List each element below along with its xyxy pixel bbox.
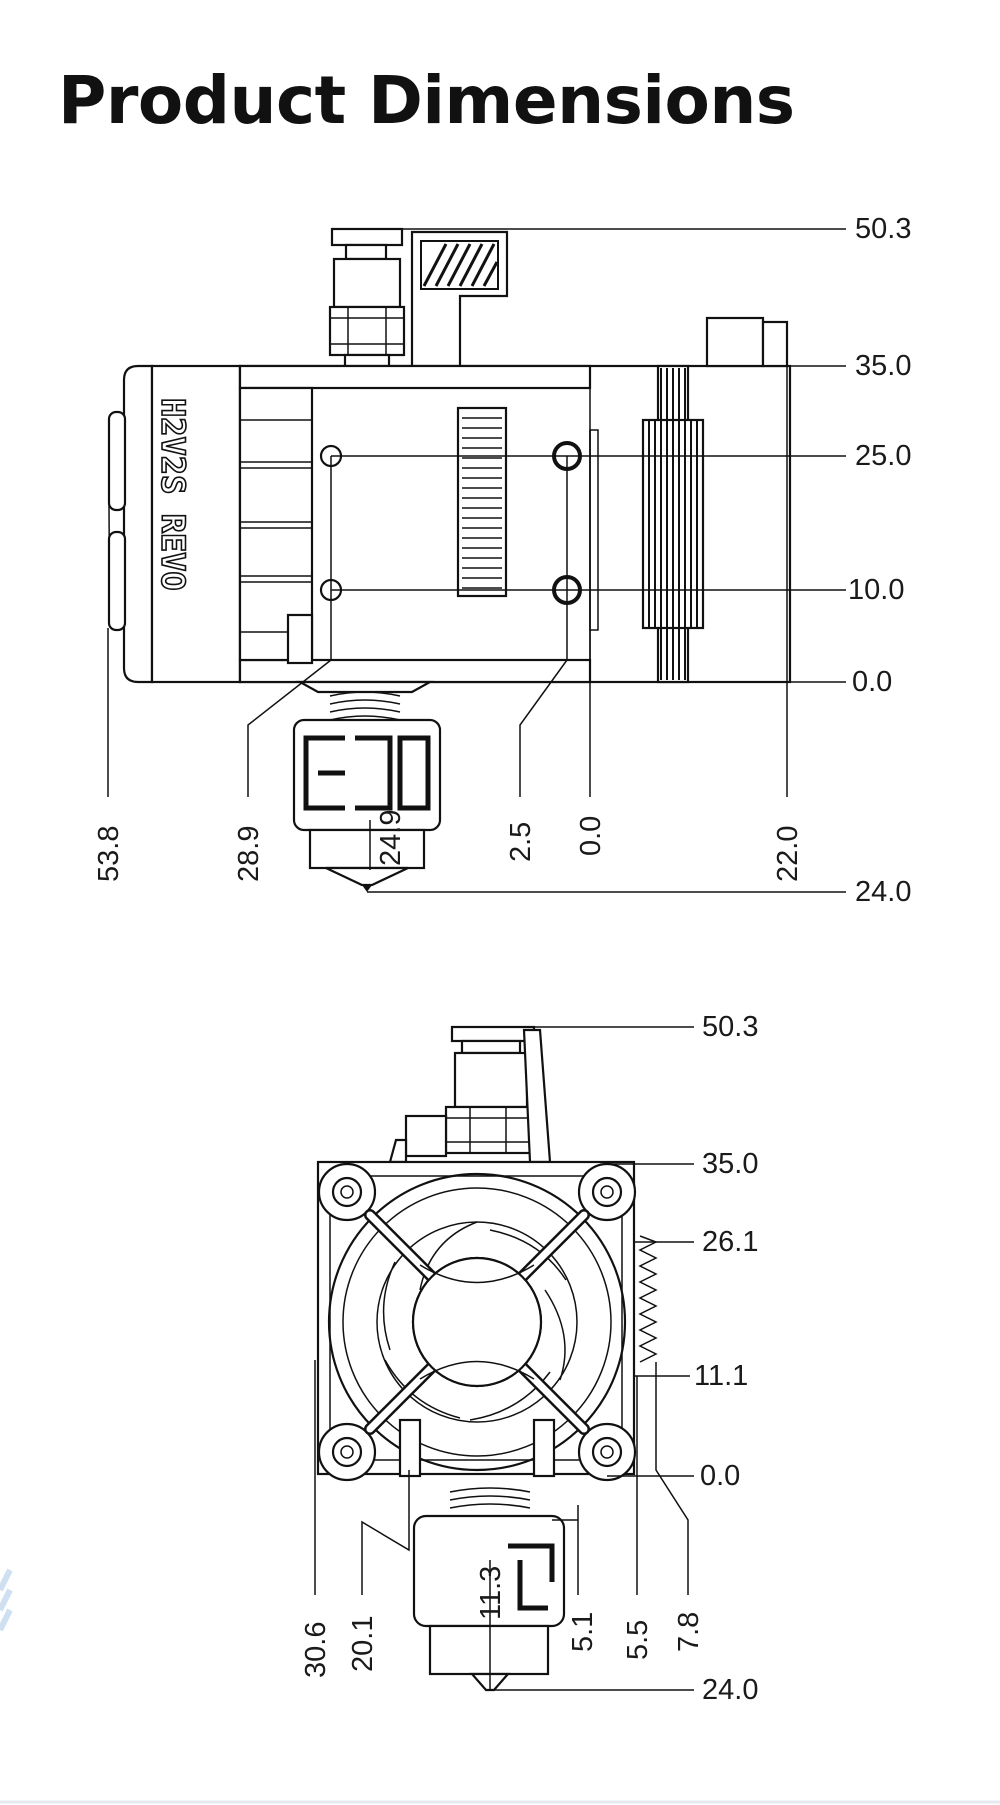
front-label-30-6: 30.6 (300, 1622, 332, 1678)
front-label-35-0: 35.0 (702, 1148, 758, 1180)
side-label-50-3: 50.3 (855, 213, 911, 245)
side-label-10-0: 10.0 (848, 574, 904, 606)
side-label-0-0: 0.0 (852, 666, 892, 698)
front-label-26-1: 26.1 (702, 1226, 758, 1258)
side-view-dimensions: 50.3 35.0 25.0 10.0 0.0 24.0 53.8 28.9 2… (93, 213, 911, 908)
brand-text: H2V2S REVO (154, 398, 192, 591)
side-label-28-9: 28.9 (233, 826, 265, 882)
front-label-11-1: 11.1 (694, 1360, 748, 1392)
front-view-dimensions: 50.3 35.0 26.1 11.1 0.0 24.0 30.6 20.1 1… (300, 1011, 758, 1706)
hex-nut-icon-front (444, 1105, 532, 1155)
front-label-20-1: 20.1 (347, 1616, 379, 1672)
side-view-drawing: H2V2S REVO (107, 227, 792, 892)
side-label-22-0: 22.0 (772, 826, 804, 882)
front-label-24-0: 24.0 (702, 1674, 758, 1706)
front-view-drawing (316, 1025, 658, 1692)
front-label-11-3: 11.3 (475, 1566, 507, 1620)
page-title: Product Dimensions (58, 62, 795, 139)
front-label-7-8: 7.8 (673, 1612, 705, 1652)
e3d-logo-icon (303, 735, 431, 811)
side-label-25-0: 25.0 (855, 440, 911, 472)
front-label-0-0: 0.0 (700, 1460, 740, 1492)
front-label-5-5: 5.5 (622, 1620, 654, 1660)
side-label-24-9: 24.9 (375, 810, 407, 866)
side-label-2-5: 2.5 (505, 822, 537, 862)
side-label-53-8: 53.8 (93, 826, 125, 882)
front-label-5-1: 5.1 (567, 1612, 599, 1652)
side-label-24-0: 24.0 (855, 876, 911, 908)
front-label-50-3: 50.3 (702, 1011, 758, 1043)
decorative-stripes (0, 1568, 13, 1632)
hex-nut-icon (328, 305, 406, 357)
side-label-0-0-bottom: 0.0 (575, 816, 607, 856)
side-label-35-0: 35.0 (855, 350, 911, 382)
